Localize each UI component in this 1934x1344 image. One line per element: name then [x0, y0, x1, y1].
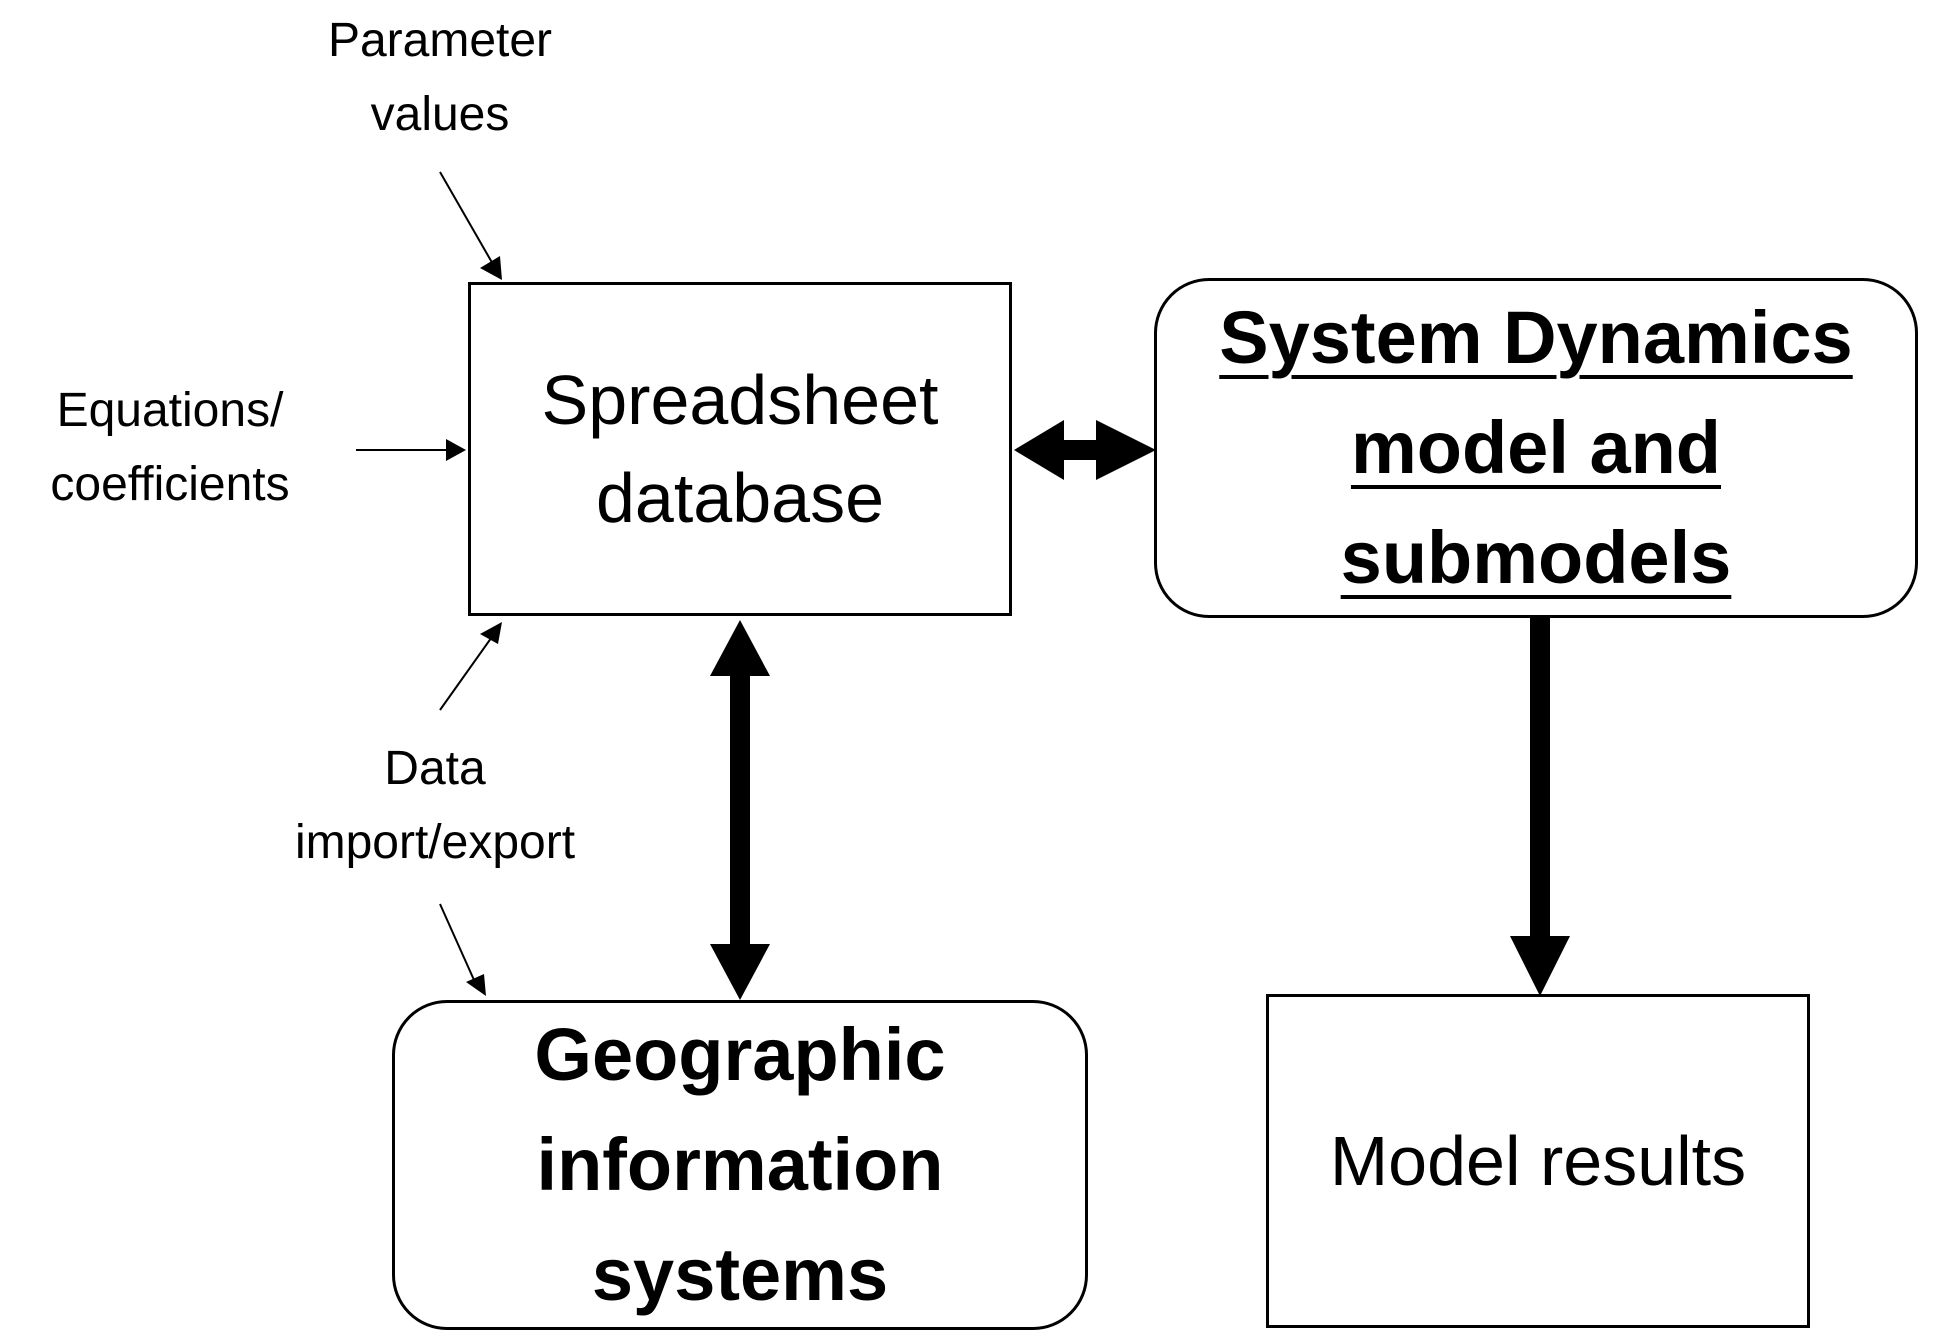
box-line: information: [536, 1123, 944, 1206]
label-line: Data: [384, 742, 486, 795]
box-line: Geographic: [534, 1013, 946, 1096]
equations-coefficients-arrow: [356, 439, 466, 461]
model-results-box: Model results: [1266, 994, 1810, 1328]
box-line: Model results: [1329, 1122, 1747, 1200]
spreadsheet-sd-double-arrow: [1014, 420, 1156, 480]
label-line: values: [370, 88, 510, 141]
box-line: submodels: [1340, 516, 1732, 599]
box-line: Spreadsheet: [541, 361, 939, 439]
data-to-spreadsheet-arrow: [439, 622, 502, 711]
label-line: Equations/: [56, 384, 284, 437]
box-line: System Dynamics: [1219, 296, 1853, 379]
spreadsheet-gis-double-arrow: [710, 620, 770, 1000]
parameter-values-label: Parameter values: [290, 4, 590, 152]
box-line: database: [595, 459, 885, 537]
box-line: model and: [1350, 406, 1722, 489]
label-line: import/export: [294, 816, 576, 869]
data-import-export-label: Data import/export: [250, 732, 620, 880]
gis-box: Geographic information systems: [392, 1000, 1088, 1330]
parameter-values-arrow: [439, 171, 502, 280]
sd-to-results-arrow: [1510, 618, 1570, 996]
spreadsheet-database-box: Spreadsheet database: [468, 282, 1012, 616]
label-line: Parameter: [327, 14, 553, 67]
label-line: coefficients: [50, 458, 290, 511]
data-to-gis-arrow: [439, 903, 486, 996]
box-line: systems: [591, 1233, 889, 1316]
equations-coefficients-label: Equations/ coefficients: [10, 374, 330, 522]
system-dynamics-box: System Dynamics model and submodels: [1154, 278, 1918, 618]
